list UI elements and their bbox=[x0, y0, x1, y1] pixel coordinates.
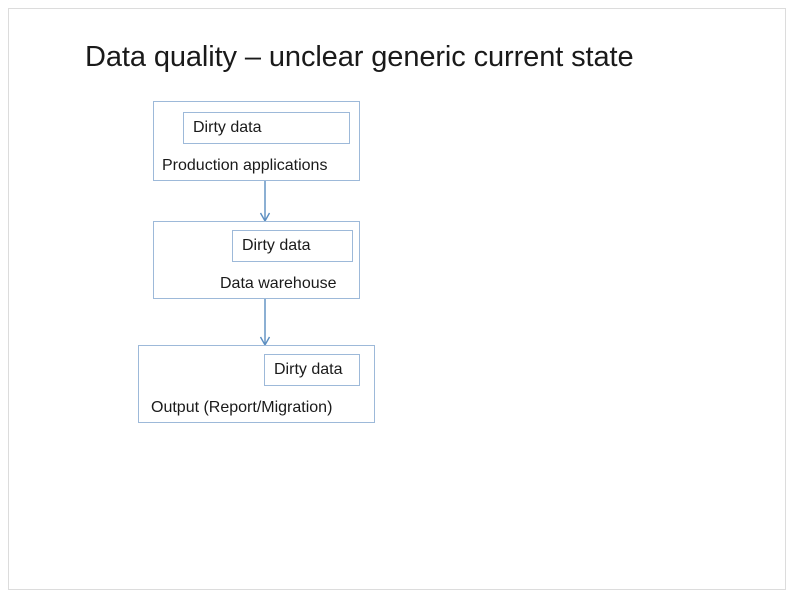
flow-step-output[interactable]: Dirty data Output (Report/Migration) bbox=[138, 345, 375, 423]
flow-step-label-output: Output (Report/Migration) bbox=[151, 399, 333, 416]
dirty-data-label: Dirty data bbox=[274, 361, 343, 378]
dirty-data-badge-production[interactable]: Dirty data bbox=[183, 112, 350, 144]
dirty-data-label: Dirty data bbox=[193, 119, 262, 136]
dirty-data-badge-warehouse[interactable]: Dirty data bbox=[232, 230, 353, 262]
flow-step-data-warehouse[interactable]: Dirty data Data warehouse bbox=[153, 221, 360, 299]
slide-canvas: Data quality – unclear generic current s… bbox=[8, 8, 786, 590]
dirty-data-label: Dirty data bbox=[242, 237, 311, 254]
page-title: Data quality – unclear generic current s… bbox=[85, 41, 634, 73]
flow-step-production-applications[interactable]: Dirty data Production applications bbox=[153, 101, 360, 181]
arrow-down-icon-warehouse-to-output bbox=[259, 299, 271, 347]
flow-diagram: Dirty data Production applications Dirty… bbox=[9, 9, 787, 591]
arrow-down-icon-production-to-warehouse bbox=[259, 181, 271, 223]
flow-step-label-production: Production applications bbox=[162, 157, 328, 174]
dirty-data-badge-output[interactable]: Dirty data bbox=[264, 354, 360, 386]
flow-step-label-warehouse: Data warehouse bbox=[220, 275, 337, 292]
